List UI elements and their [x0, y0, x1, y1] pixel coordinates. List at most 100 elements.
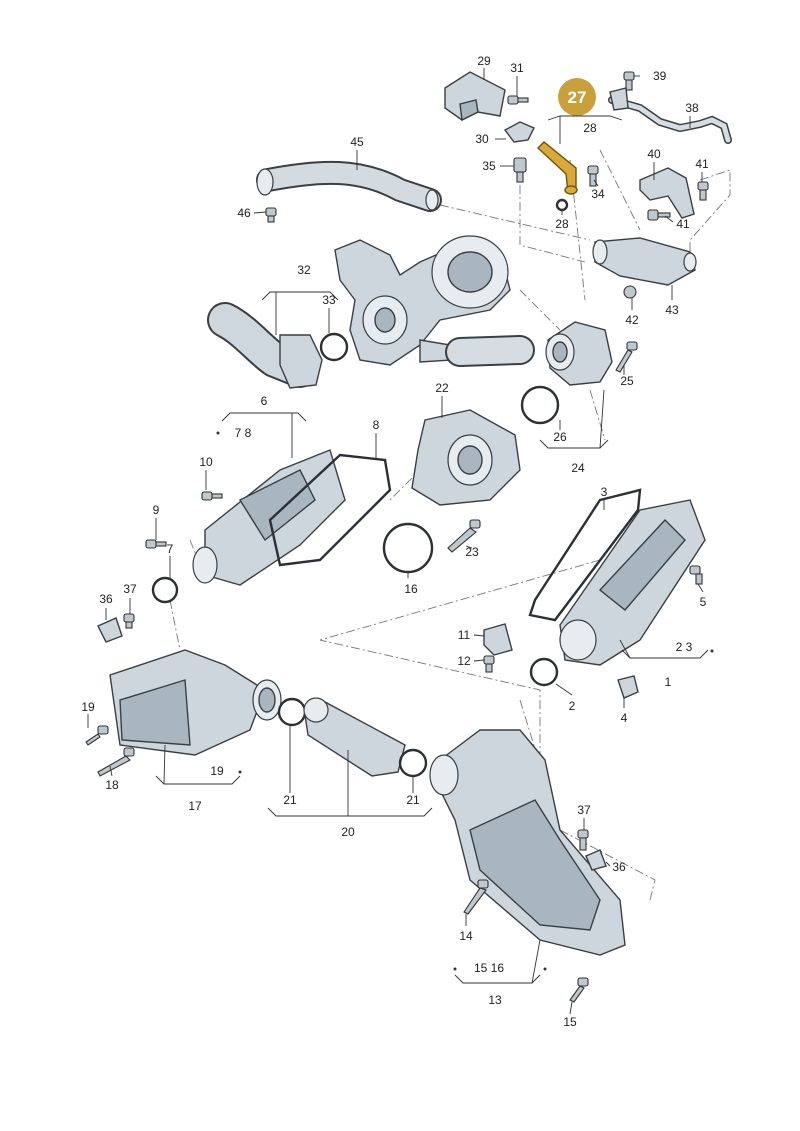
label-6: 6 — [261, 394, 268, 408]
label-26: 26 — [553, 430, 567, 444]
highlight-badge-number: 27 — [568, 88, 587, 107]
label-4: 4 — [621, 711, 628, 725]
seal-33-ring — [319, 332, 349, 362]
intake-manifold-1-part — [559, 499, 706, 666]
label-43: 43 — [665, 303, 679, 317]
label-1: 1 — [665, 675, 672, 689]
bolt-12-part — [483, 655, 495, 673]
label-25: 25 — [620, 374, 634, 388]
bolt-5-part — [689, 565, 703, 585]
label-41a: 41 — [695, 157, 709, 171]
label-39: 39 — [653, 69, 667, 83]
bolt-46-part — [265, 207, 277, 223]
label-7-8: 7 8 — [235, 426, 252, 440]
label-10: 10 — [199, 455, 213, 469]
pipe-20-part — [303, 697, 406, 777]
leader-lines — [87, 68, 709, 1015]
gasket-3-part — [528, 488, 642, 622]
bolt-19-part — [85, 725, 109, 746]
label-9: 9 — [153, 503, 160, 517]
bolt-34-part — [587, 165, 599, 187]
bolt-25-part — [615, 341, 638, 373]
label-21b: 21 — [406, 793, 420, 807]
valve-43-part — [592, 237, 697, 286]
seal-7-ring — [151, 576, 179, 604]
bolt-31-part — [507, 95, 529, 105]
bolt-10-part — [201, 491, 223, 501]
label-7: 7 — [167, 542, 174, 556]
label-30: 30 — [475, 132, 489, 146]
hose-45-part — [256, 160, 442, 212]
connector-hose-part — [445, 335, 535, 367]
label-3: 3 — [601, 485, 608, 499]
label-18: 18 — [105, 778, 119, 792]
bolt-14-part — [463, 879, 489, 915]
label-29: 29 — [477, 54, 491, 68]
label-15-16: 15 16 — [474, 961, 504, 975]
label-28a: 28 — [583, 121, 597, 135]
seal-26-ring — [520, 385, 560, 425]
label-42: 42 — [625, 313, 639, 327]
egr-cooler-13-part — [429, 729, 626, 956]
label-36b: 36 — [612, 860, 626, 874]
label-45: 45 — [350, 135, 364, 149]
label-36a: 36 — [99, 592, 113, 606]
label-35: 35 — [482, 159, 496, 173]
label-8: 8 — [373, 418, 380, 432]
label-5: 5 — [700, 595, 707, 609]
label-12: 12 — [457, 654, 471, 668]
bracket-29-part — [444, 71, 506, 122]
label-32: 32 — [297, 263, 311, 277]
housing-24-part — [545, 321, 613, 386]
bolt-15-part — [569, 977, 589, 1003]
label-38: 38 — [685, 101, 699, 115]
nut-42-part — [623, 285, 637, 299]
label-11: 11 — [458, 628, 471, 642]
label-16: 16 — [404, 582, 418, 596]
bolt-37b-part — [577, 829, 589, 851]
label-23: 23 — [465, 545, 479, 559]
part-number-labels: 29 31 39 38 28 30 45 35 34 40 41 28 41 4… — [81, 54, 709, 1029]
label-31: 31 — [510, 61, 524, 75]
label-33: 33 — [322, 293, 336, 307]
pipe-38-part — [608, 87, 732, 144]
label-19a: 19 — [81, 700, 95, 714]
pipe-27-highlighted-part — [536, 141, 578, 195]
dot-markers — [216, 431, 714, 971]
throttle-body-22-part — [411, 409, 521, 506]
bolt-39-part — [623, 71, 635, 91]
label-17: 17 — [188, 799, 202, 813]
label-37b: 37 — [577, 803, 591, 817]
highlight-badge-27[interactable]: 27 — [558, 78, 596, 116]
bolt-37a-part — [123, 613, 135, 629]
bolt-9-part — [145, 539, 167, 549]
bolt-23-part — [447, 519, 481, 553]
bolt-41b-part — [647, 209, 671, 221]
bracket-40-part — [639, 167, 695, 219]
label-41b: 41 — [676, 217, 690, 231]
label-40: 40 — [647, 147, 661, 161]
label-22: 22 — [435, 381, 449, 395]
label-2-3: 2 3 — [676, 640, 693, 654]
label-13: 13 — [488, 993, 502, 1007]
bolt-18-part — [97, 747, 135, 777]
sensor-30-part — [503, 121, 535, 143]
egr-cooler-17-part — [109, 649, 282, 756]
label-15: 15 — [563, 1015, 577, 1029]
label-37a: 37 — [123, 582, 137, 596]
label-21a: 21 — [283, 793, 297, 807]
label-14: 14 — [459, 929, 473, 943]
bracket-36b-part — [585, 849, 607, 871]
label-28b: 28 — [555, 217, 569, 231]
highlight-badge-circle — [558, 78, 596, 116]
label-2: 2 — [569, 699, 576, 713]
seal-2-ring — [529, 657, 559, 687]
seal-21a-ring — [277, 697, 307, 727]
label-19b: 19 — [210, 764, 224, 778]
seal-16-ring — [382, 522, 434, 574]
label-34: 34 — [591, 187, 605, 201]
bracket-11-part — [483, 623, 513, 656]
intake-pipe-32-part — [207, 302, 323, 389]
label-46: 46 — [237, 206, 251, 220]
